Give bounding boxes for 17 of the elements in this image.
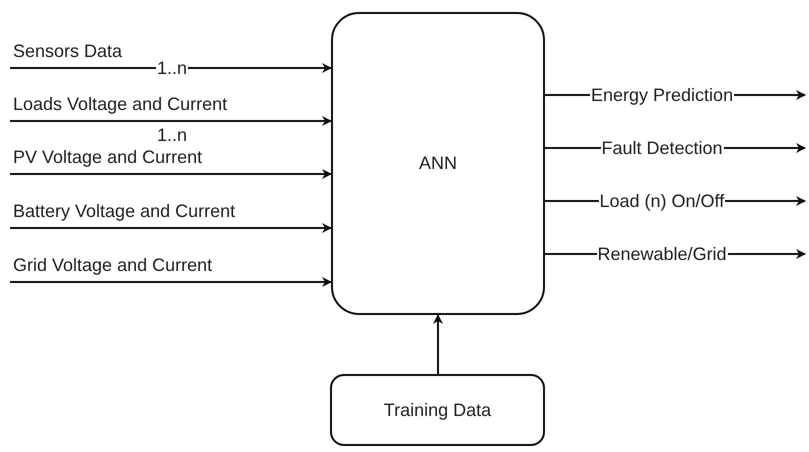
arrow [10, 223, 332, 233]
arrow [10, 63, 332, 73]
node-label: ANN [418, 153, 457, 174]
arrow [10, 277, 332, 287]
edge-label: Sensors Data [13, 41, 122, 61]
node-label: Training Data [384, 400, 492, 420]
edge-label: Battery Voltage and Current [13, 201, 236, 221]
arrow [10, 116, 332, 126]
process-box [331, 12, 545, 315]
edge-label: Load (n) On/Off [598, 191, 726, 211]
edge-label: Grid Voltage and Current [13, 255, 212, 275]
edge-label: Energy Prediction [590, 85, 734, 105]
edge-label: Loads Voltage and Current [13, 94, 228, 114]
input-box [330, 374, 545, 446]
arrow [10, 169, 332, 179]
arrow [433, 314, 443, 374]
edge-label: PV Voltage and Current [13, 147, 202, 167]
